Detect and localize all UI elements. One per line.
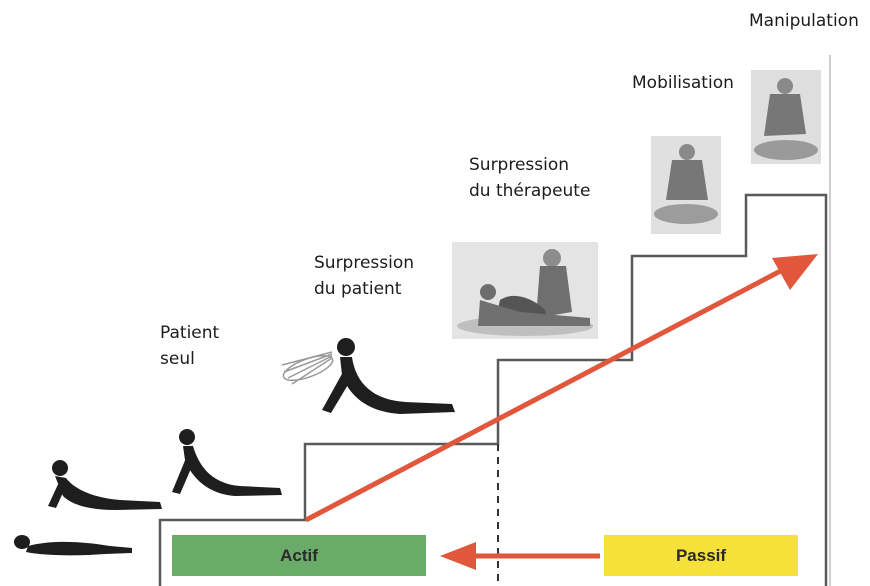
passif-label: Passif: [675, 545, 727, 565]
label-patient-seul: Patient seul: [160, 323, 220, 369]
person-cobra-low-icon: [48, 460, 162, 510]
passif-to-actif-arrowhead: [440, 542, 476, 570]
label-surpression-therapeute: Surpression du thérapeute: [469, 155, 591, 201]
passif-box: Passif: [604, 535, 798, 576]
airflow-lines-icon: [281, 351, 334, 385]
actif-label: Actif: [280, 545, 318, 565]
progression-arrowhead: [772, 254, 818, 290]
label-surpression-patient: Surpression du patient: [314, 253, 415, 299]
progression-arrow: [304, 263, 792, 523]
therapist-photo-icon: [452, 242, 598, 339]
label-manipulation: Manipulation: [749, 11, 859, 31]
label-mobilisation: Mobilisation: [632, 73, 734, 93]
manipulation-photo-icon: [751, 70, 821, 164]
person-cobra-mid-icon: [172, 429, 282, 496]
staircase-outline: [158, 193, 828, 586]
mobilisation-photo-icon: [651, 136, 721, 234]
actif-box: Actif: [172, 535, 426, 576]
person-lying-prone-icon: [14, 535, 132, 556]
person-cobra-high-icon: [322, 338, 455, 414]
